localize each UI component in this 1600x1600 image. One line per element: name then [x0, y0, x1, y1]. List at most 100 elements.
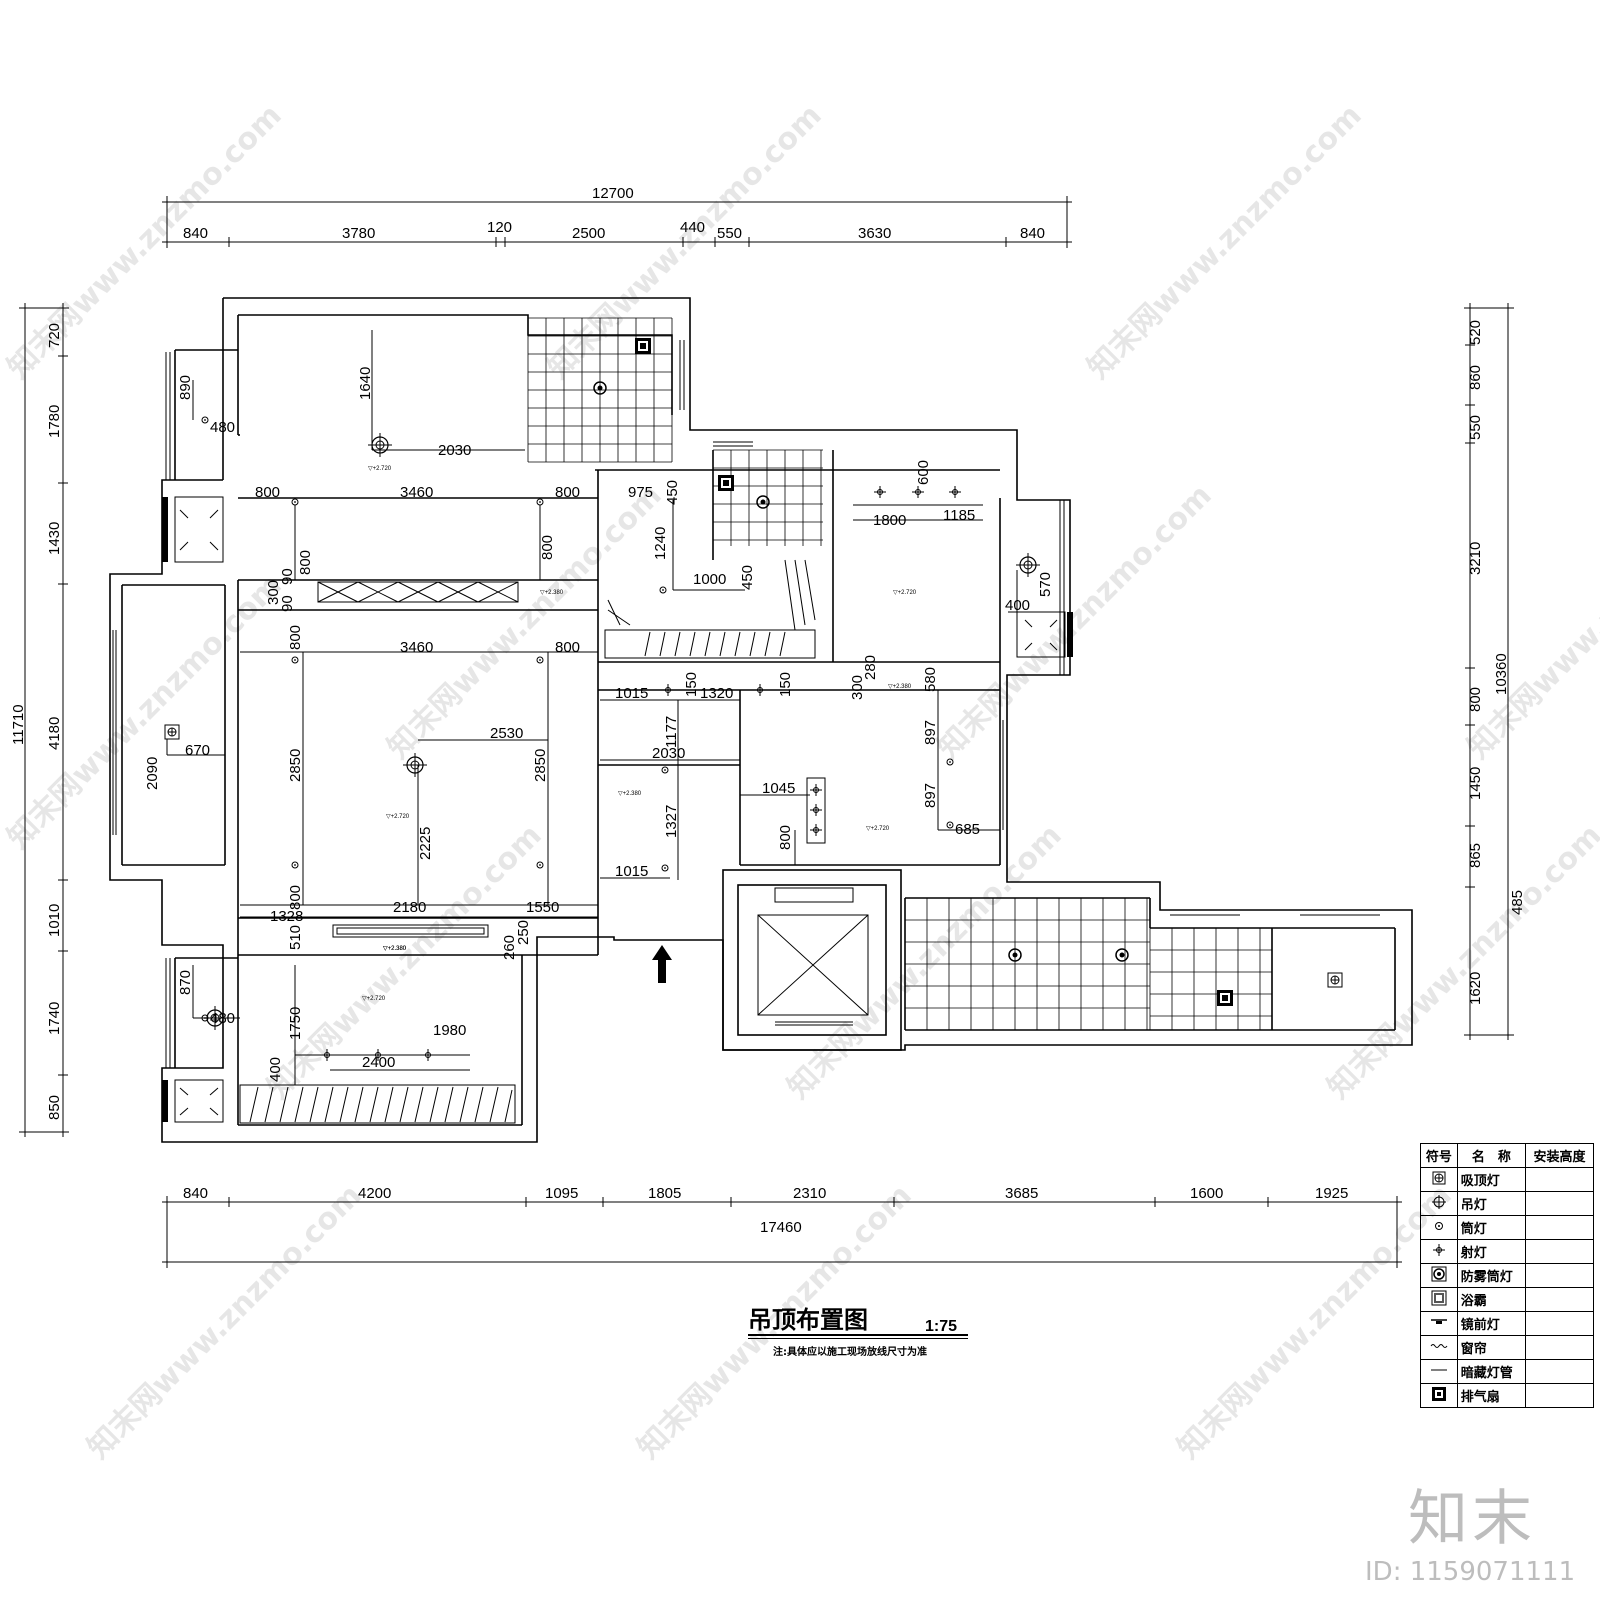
legend-height [1525, 1167, 1594, 1192]
downlight-icon [662, 589, 664, 591]
fog-proof-downlight-icon [1115, 948, 1129, 962]
right-dim-4: 3210 [1467, 542, 1484, 575]
dim-label: 800 [287, 625, 304, 650]
downlight-icon [946, 821, 954, 829]
top-dim-1: 840 [183, 225, 208, 242]
dim-label: 90 [279, 595, 296, 612]
downlight-icon [294, 501, 296, 503]
fog-proof-downlight-icon [1119, 952, 1125, 958]
bottom-dim-8: 1925 [1315, 1185, 1348, 1202]
dim-label: 90 [279, 568, 296, 585]
dim-label: 897 [922, 783, 939, 808]
dim-label: 150 [777, 672, 794, 697]
left-dim-6: 1740 [46, 1002, 63, 1035]
watermark-text: 知末网www.znzmo.com [1461, 478, 1600, 766]
legend-symbol [1420, 1239, 1458, 1264]
level-mark: ▽+2.380 [540, 590, 564, 596]
dim-label: 685 [955, 821, 980, 838]
dim-label: 2090 [144, 757, 161, 790]
bottom-total-dim: 17460 [760, 1219, 802, 1236]
legend-height [1525, 1191, 1594, 1216]
drawing-title: 吊顶布置图 [748, 1306, 868, 1334]
bottom-dim-5: 2310 [793, 1185, 826, 1202]
downlight-icon [539, 659, 541, 661]
downlight-icon [536, 656, 544, 664]
watermark-text: 知末网www.znzmo.com [1, 568, 289, 856]
legend-symbol [1420, 1335, 1458, 1360]
legend-height [1525, 1215, 1594, 1240]
level-mark: ▽+2.720 [386, 814, 410, 820]
dim-label: 580 [922, 667, 939, 692]
ceiling-light-icon [1432, 1171, 1446, 1184]
left-total-dim: 11710 [10, 704, 27, 745]
downlight-icon [946, 758, 954, 766]
legend-symbol [1420, 1263, 1458, 1288]
elevator-shaft [757, 887, 869, 1026]
dim-label: 800 [777, 825, 794, 850]
legend-height [1525, 1287, 1594, 1312]
dim-label: 260 [501, 935, 518, 960]
balcony-tile-grid [904, 897, 1272, 1031]
legend-height [1525, 1335, 1594, 1360]
level-mark: ▽+2.720 [893, 590, 917, 596]
dim-label: 1015 [615, 685, 648, 702]
watermark-text: 知末网www.znzmo.com [1321, 818, 1600, 1106]
dim-label: 2180 [393, 899, 426, 916]
legend-row: 防雾筒灯 [1420, 1263, 1594, 1288]
wardrobe-hatching [239, 559, 816, 1124]
dim-label: 2850 [532, 749, 549, 782]
legend-table: 符号 名 称 安装高度 吸顶灯吊灯筒灯射灯防雾筒灯浴霸镜前灯窗帘暗藏灯管排气扇 [1420, 1143, 1594, 1408]
top-dim-2: 3780 [342, 225, 375, 242]
dim-label: 2850 [287, 749, 304, 782]
dim-label: 1550 [526, 899, 559, 916]
pendant-light-icon [1431, 1194, 1446, 1209]
level-mark: ▽+2.380 [888, 684, 912, 690]
right-dim-6: 1450 [1467, 767, 1484, 800]
legend-symbol [1420, 1311, 1458, 1336]
right-dim-5: 800 [1467, 687, 1484, 712]
bottom-dimension-lines [162, 1196, 1402, 1268]
legend-symbol [1420, 1167, 1458, 1192]
downlight-icon [661, 766, 669, 774]
hidden-light-tube-icon [1430, 1369, 1447, 1370]
dim-label: 975 [628, 484, 653, 501]
fog-proof-downlight-icon [756, 495, 770, 509]
left-dimension-lines [19, 303, 69, 1137]
fog-proof-downlight-icon [1012, 952, 1018, 958]
dim-label: 450 [739, 565, 756, 590]
fog-proof-downlight-icon [597, 385, 603, 391]
dim-label: 1015 [615, 863, 648, 880]
dim-label: 1328 [270, 908, 303, 925]
bottom-dim-3: 1095 [545, 1185, 578, 1202]
dim-label: 1045 [762, 780, 795, 797]
fixtures [164, 338, 1343, 1061]
exhaust-fan-icon [640, 343, 646, 349]
fog-proof-downlight-icon [593, 381, 607, 395]
left-dim-5: 1010 [46, 904, 63, 937]
downlight-icon [661, 864, 669, 872]
dim-label: 510 [287, 925, 304, 950]
top-dim-6: 550 [717, 225, 742, 242]
right-dim-2: 860 [1467, 365, 1484, 390]
top-dim-3: 120 [487, 219, 512, 236]
watermarks: 知末网www.znzmo.com 知末网www.znzmo.com 知末网www… [1, 98, 1600, 1466]
dim-label: 2530 [490, 725, 523, 742]
top-total-dim: 12700 [592, 185, 634, 202]
legend-symbol [1420, 1287, 1458, 1312]
downlight-icon [536, 861, 544, 869]
dim-label: 2225 [417, 827, 434, 860]
downlight-icon [664, 867, 666, 869]
fog-proof-downlight-icon [1431, 1266, 1447, 1281]
top-dim-4: 2500 [572, 225, 605, 242]
dim-label: 400 [267, 1057, 284, 1082]
bottom-dim-7: 1600 [1190, 1185, 1223, 1202]
dim-label: 250 [515, 920, 532, 945]
left-dim-1: 720 [46, 323, 63, 348]
level-mark: ▽+2.380 [383, 946, 407, 952]
dim-label: 670 [185, 742, 210, 759]
wall-column [1067, 612, 1073, 657]
dim-label: 2400 [362, 1054, 395, 1071]
ceiling-cove-strip [317, 581, 519, 938]
legend-row: 吸顶灯 [1420, 1167, 1594, 1192]
downlight-icon [539, 864, 541, 866]
